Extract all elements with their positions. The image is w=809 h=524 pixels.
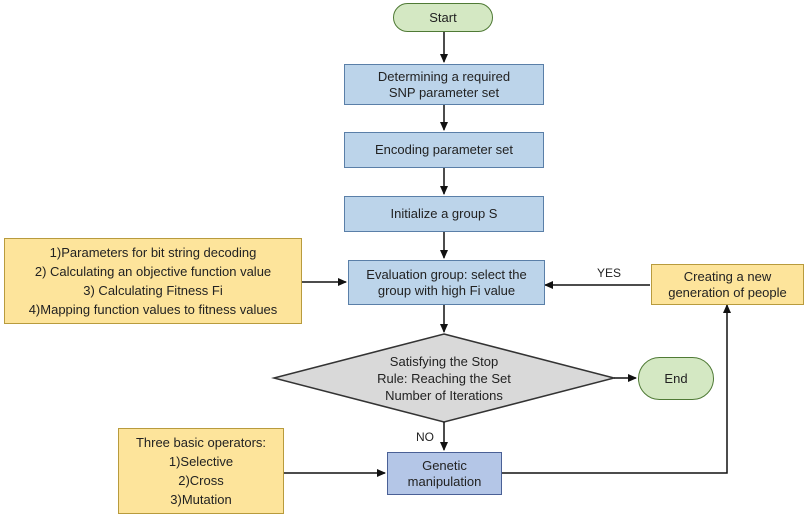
end-node: End	[638, 357, 714, 400]
newgen-line-2: generation of people	[668, 284, 787, 300]
evaluate-line-2: group with high Fi value	[377, 282, 516, 298]
newgen-line-1: Creating a new	[683, 268, 772, 284]
determine-line-2: SNP parameter set	[388, 84, 500, 100]
notes-line-2: 2) Calculating an objective function val…	[34, 264, 272, 279]
start-label: Start	[429, 9, 457, 25]
genetic-line-1: Genetic	[422, 457, 467, 473]
encode-label: Encoding parameter set	[374, 142, 514, 157]
operators-line-3: 2)Cross	[178, 473, 224, 488]
stop-rule-decision-text: Satisfying the Stop Rule: Reaching the S…	[334, 351, 554, 405]
notes-line-3: 3) Calculating Fitness Fi	[83, 283, 223, 298]
genetic-manipulation-box: Genetic manipulation	[387, 452, 502, 495]
decision-line-2: Rule: Reaching the Set	[377, 370, 511, 386]
notes-line-1: 1)Parameters for bit string decoding	[49, 245, 257, 260]
decision-line-3: Number of Iterations	[385, 387, 503, 403]
no-edge-label: NO	[416, 430, 434, 444]
operators-line-2: 1)Selective	[168, 454, 234, 469]
init-label: Initialize a group S	[390, 206, 498, 221]
new-generation-box: Creating a new generation of people	[651, 264, 804, 305]
encode-parameter-set-box: Encoding parameter set	[344, 132, 544, 168]
start-node: Start	[393, 3, 493, 32]
notes-line-4: 4)Mapping function values to fitness val…	[28, 302, 278, 317]
evaluation-group-box: Evaluation group: select the group with …	[348, 260, 545, 305]
initialize-group-box: Initialize a group S	[344, 196, 544, 232]
edge-genetic-newgen	[502, 304, 731, 474]
determine-parameter-set-box: Determining a required SNP parameter set	[344, 64, 544, 105]
evaluation-notes-box: 1)Parameters for bit string decoding 2) …	[4, 238, 302, 324]
operators-box: Three basic operators: 1)Selective 2)Cro…	[118, 428, 284, 514]
decision-line-1: Satisfying the Stop	[389, 353, 499, 369]
yes-edge-label: YES	[597, 266, 622, 280]
genetic-line-2: manipulation	[407, 473, 482, 489]
operators-line-1: Three basic operators:	[135, 435, 267, 450]
determine-line-1: Determining a required	[377, 68, 511, 84]
end-label: End	[664, 370, 688, 386]
operators-line-4: 3)Mutation	[170, 492, 232, 507]
evaluate-line-1: Evaluation group: select the	[366, 266, 527, 282]
